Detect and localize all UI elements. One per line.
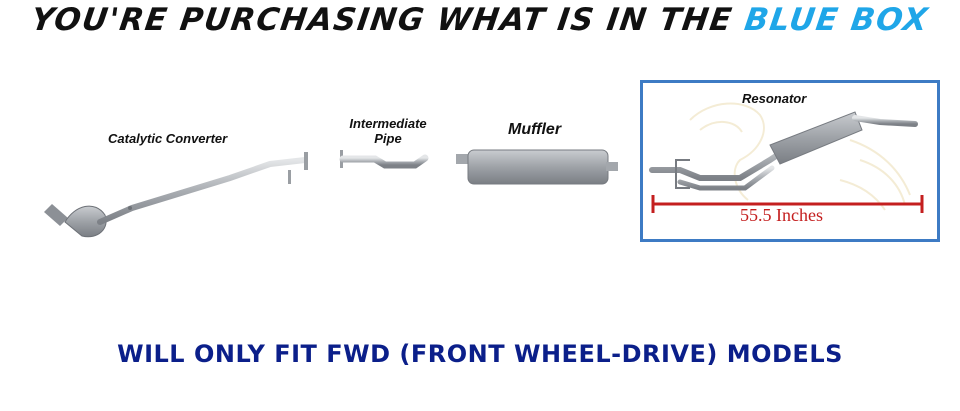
footer-fitment-note: WILL ONLY FIT FWD (FRONT WHEEL-DRIVE) MO… <box>117 340 843 368</box>
label-muffler: Muffler <box>508 121 562 138</box>
label-resonator: Resonator <box>742 91 807 106</box>
label-catalytic-converter: Catalytic Converter <box>108 131 228 146</box>
dimension-line <box>651 195 924 213</box>
resonator-part <box>649 111 918 191</box>
label-intermediate-pipe: Intermediate Pipe <box>336 116 440 146</box>
measurement-label: 55.5 Inches <box>740 205 823 225</box>
label-intermediate-line2: Pipe <box>374 131 402 146</box>
muffler-part <box>456 149 618 185</box>
catalytic-converter-part <box>44 152 308 238</box>
intermediate-pipe-part <box>339 150 429 169</box>
label-intermediate-line1: Intermediate <box>349 116 427 131</box>
